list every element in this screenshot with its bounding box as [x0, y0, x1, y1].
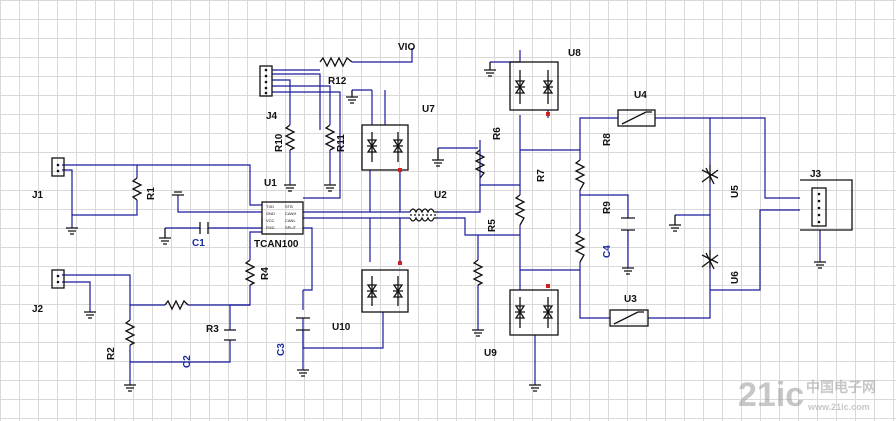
label-r7: R7 — [536, 169, 547, 182]
resistor-r11 — [324, 124, 336, 151]
tvs-array-u10 — [361, 261, 409, 313]
label-j3: J3 — [810, 169, 822, 180]
label-r9: R9 — [602, 201, 613, 214]
resistor-r9 — [574, 231, 586, 263]
label-c1: C1 — [192, 238, 205, 249]
label-u8: U8 — [568, 48, 581, 59]
label-u5: U5 — [730, 185, 741, 198]
watermark-url: www.21ic.com — [807, 402, 870, 412]
resistor-r6 — [474, 149, 486, 179]
watermark-main: 21ic — [738, 376, 804, 414]
resistor-r5 — [472, 259, 484, 286]
connector-j2 — [51, 269, 65, 289]
capacitors — [199, 217, 635, 341]
wires — [62, 48, 821, 385]
varistor-u6 — [701, 250, 719, 270]
connector-j1 — [51, 157, 65, 177]
resistors — [124, 56, 586, 346]
label-r4: R4 — [260, 267, 271, 280]
resistor-r3 — [164, 299, 189, 311]
pin-right-1: STB — [285, 204, 293, 209]
label-u9: U9 — [484, 348, 497, 359]
watermark-21ic: 21ic 中国电子网 www.21ic.com — [738, 376, 876, 414]
pin-right-3: CANL — [285, 218, 296, 223]
label-r10: R10 — [274, 133, 285, 152]
label-r8: R8 — [602, 133, 613, 146]
fuse-u4 — [617, 109, 656, 127]
labels: VIO R12 J4 R10 R11 U7 U8 U4 R6 R8 R7 J1 … — [32, 42, 822, 368]
connector-j3 — [800, 179, 853, 231]
tvs-array-u7 — [361, 124, 409, 172]
label-r5: R5 — [487, 219, 498, 232]
varistor-u5 — [701, 165, 719, 185]
resistor-r2 — [124, 319, 136, 346]
fuse-u3 — [609, 309, 649, 327]
ground-symbols — [66, 62, 826, 392]
connectors — [51, 65, 853, 289]
label-u10: U10 — [332, 322, 351, 333]
label-u1: U1 — [264, 178, 277, 189]
pin-left-4: RXD — [266, 225, 275, 230]
ic-u1-tcan100: TXD GND VCC RXD STB CANH CANL SPLIT — [261, 201, 304, 235]
label-c3: C3 — [276, 343, 287, 356]
label-r2: R2 — [106, 347, 117, 360]
pin-left-3: VCC — [266, 218, 275, 223]
pin-right-4: SPLIT — [285, 225, 297, 230]
tvs-array-u8 — [509, 61, 559, 116]
capacitor-c3 — [296, 317, 310, 331]
connector-j4 — [259, 65, 273, 97]
pin-left-2: GND — [266, 211, 275, 216]
label-u3: U3 — [624, 294, 637, 305]
watermark-cn: 中国电子网 — [806, 379, 876, 395]
resistor-r8 — [574, 159, 586, 191]
label-r12: R12 — [328, 76, 347, 87]
label-u6: U6 — [730, 271, 741, 284]
label-tcan100: TCAN100 — [254, 239, 299, 250]
label-u7: U7 — [422, 104, 435, 115]
label-j2: J2 — [32, 304, 44, 315]
label-r11: R11 — [336, 134, 347, 152]
label-j4: J4 — [266, 111, 278, 122]
label-j1: J1 — [32, 190, 44, 201]
label-u2: U2 — [434, 190, 447, 201]
label-vio: VIO — [398, 42, 415, 53]
pin-left-1: TXD — [266, 204, 274, 209]
resistor-r12 — [319, 56, 353, 68]
tvs-array-u9 — [509, 284, 559, 336]
resistor-r10 — [284, 124, 296, 151]
label-r3: R3 — [206, 324, 219, 335]
capacitor-c2 — [224, 329, 236, 341]
resistor-r1 — [131, 177, 143, 201]
capacitor-c1 — [199, 222, 209, 234]
label-r1: R1 — [146, 187, 157, 200]
capacitor-c4 — [621, 217, 635, 231]
label-u4: U4 — [634, 90, 647, 101]
choke-u2 — [409, 208, 438, 222]
label-c2: C2 — [182, 355, 193, 368]
label-c4: C4 — [602, 245, 613, 258]
pin-right-2: CANH — [285, 211, 296, 216]
label-r6: R6 — [492, 127, 503, 140]
resistor-r4 — [244, 259, 256, 286]
resistor-r7 — [514, 194, 526, 226]
